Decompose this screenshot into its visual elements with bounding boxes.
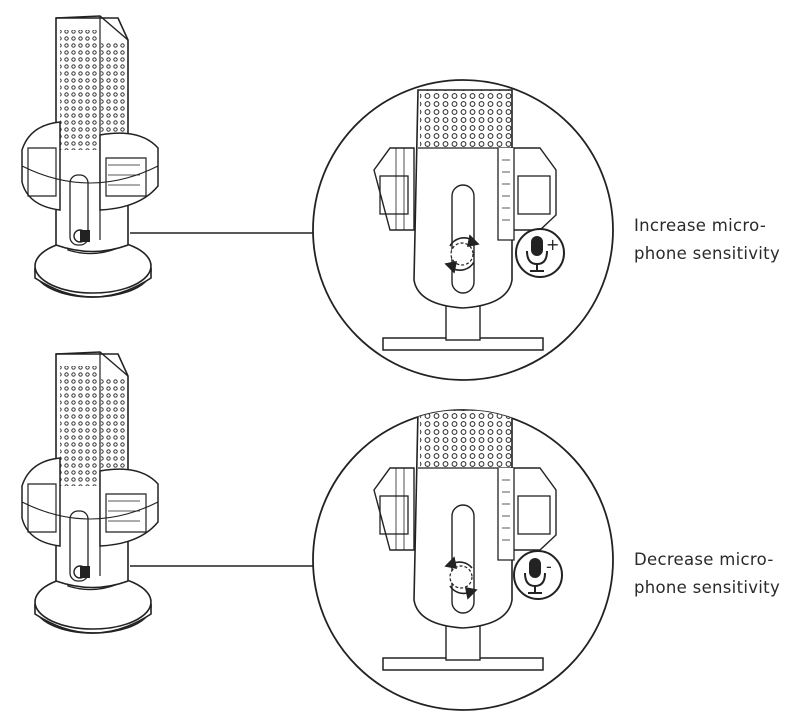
- rotation-arrows-icon: [444, 556, 478, 600]
- caption-line: Increase micro-: [634, 216, 767, 235]
- sensitivity-sign: -: [546, 557, 552, 576]
- sensitivity-sign: +: [546, 235, 559, 254]
- microphone-icon: [21, 351, 159, 634]
- gain-knob-icon: [450, 242, 474, 266]
- panel-increase: +: [21, 15, 614, 381]
- caption-line: phone sensitivity: [634, 244, 781, 263]
- increase-caption: Increase micro- phone sensitivity: [634, 212, 780, 268]
- mic-sensitivity-plus-icon: +: [515, 228, 565, 278]
- panel-decrease: -: [21, 351, 614, 711]
- decrease-caption: Decrease micro- phone sensitivity: [634, 546, 780, 602]
- rotation-arrows-icon: [444, 234, 480, 274]
- caption-line: Decrease micro-: [634, 550, 774, 569]
- mic-sensitivity-minus-icon: -: [513, 550, 563, 600]
- microphone-icon: [21, 15, 159, 298]
- caption-line: phone sensitivity: [634, 578, 781, 597]
- gain-knob-icon: [449, 565, 473, 589]
